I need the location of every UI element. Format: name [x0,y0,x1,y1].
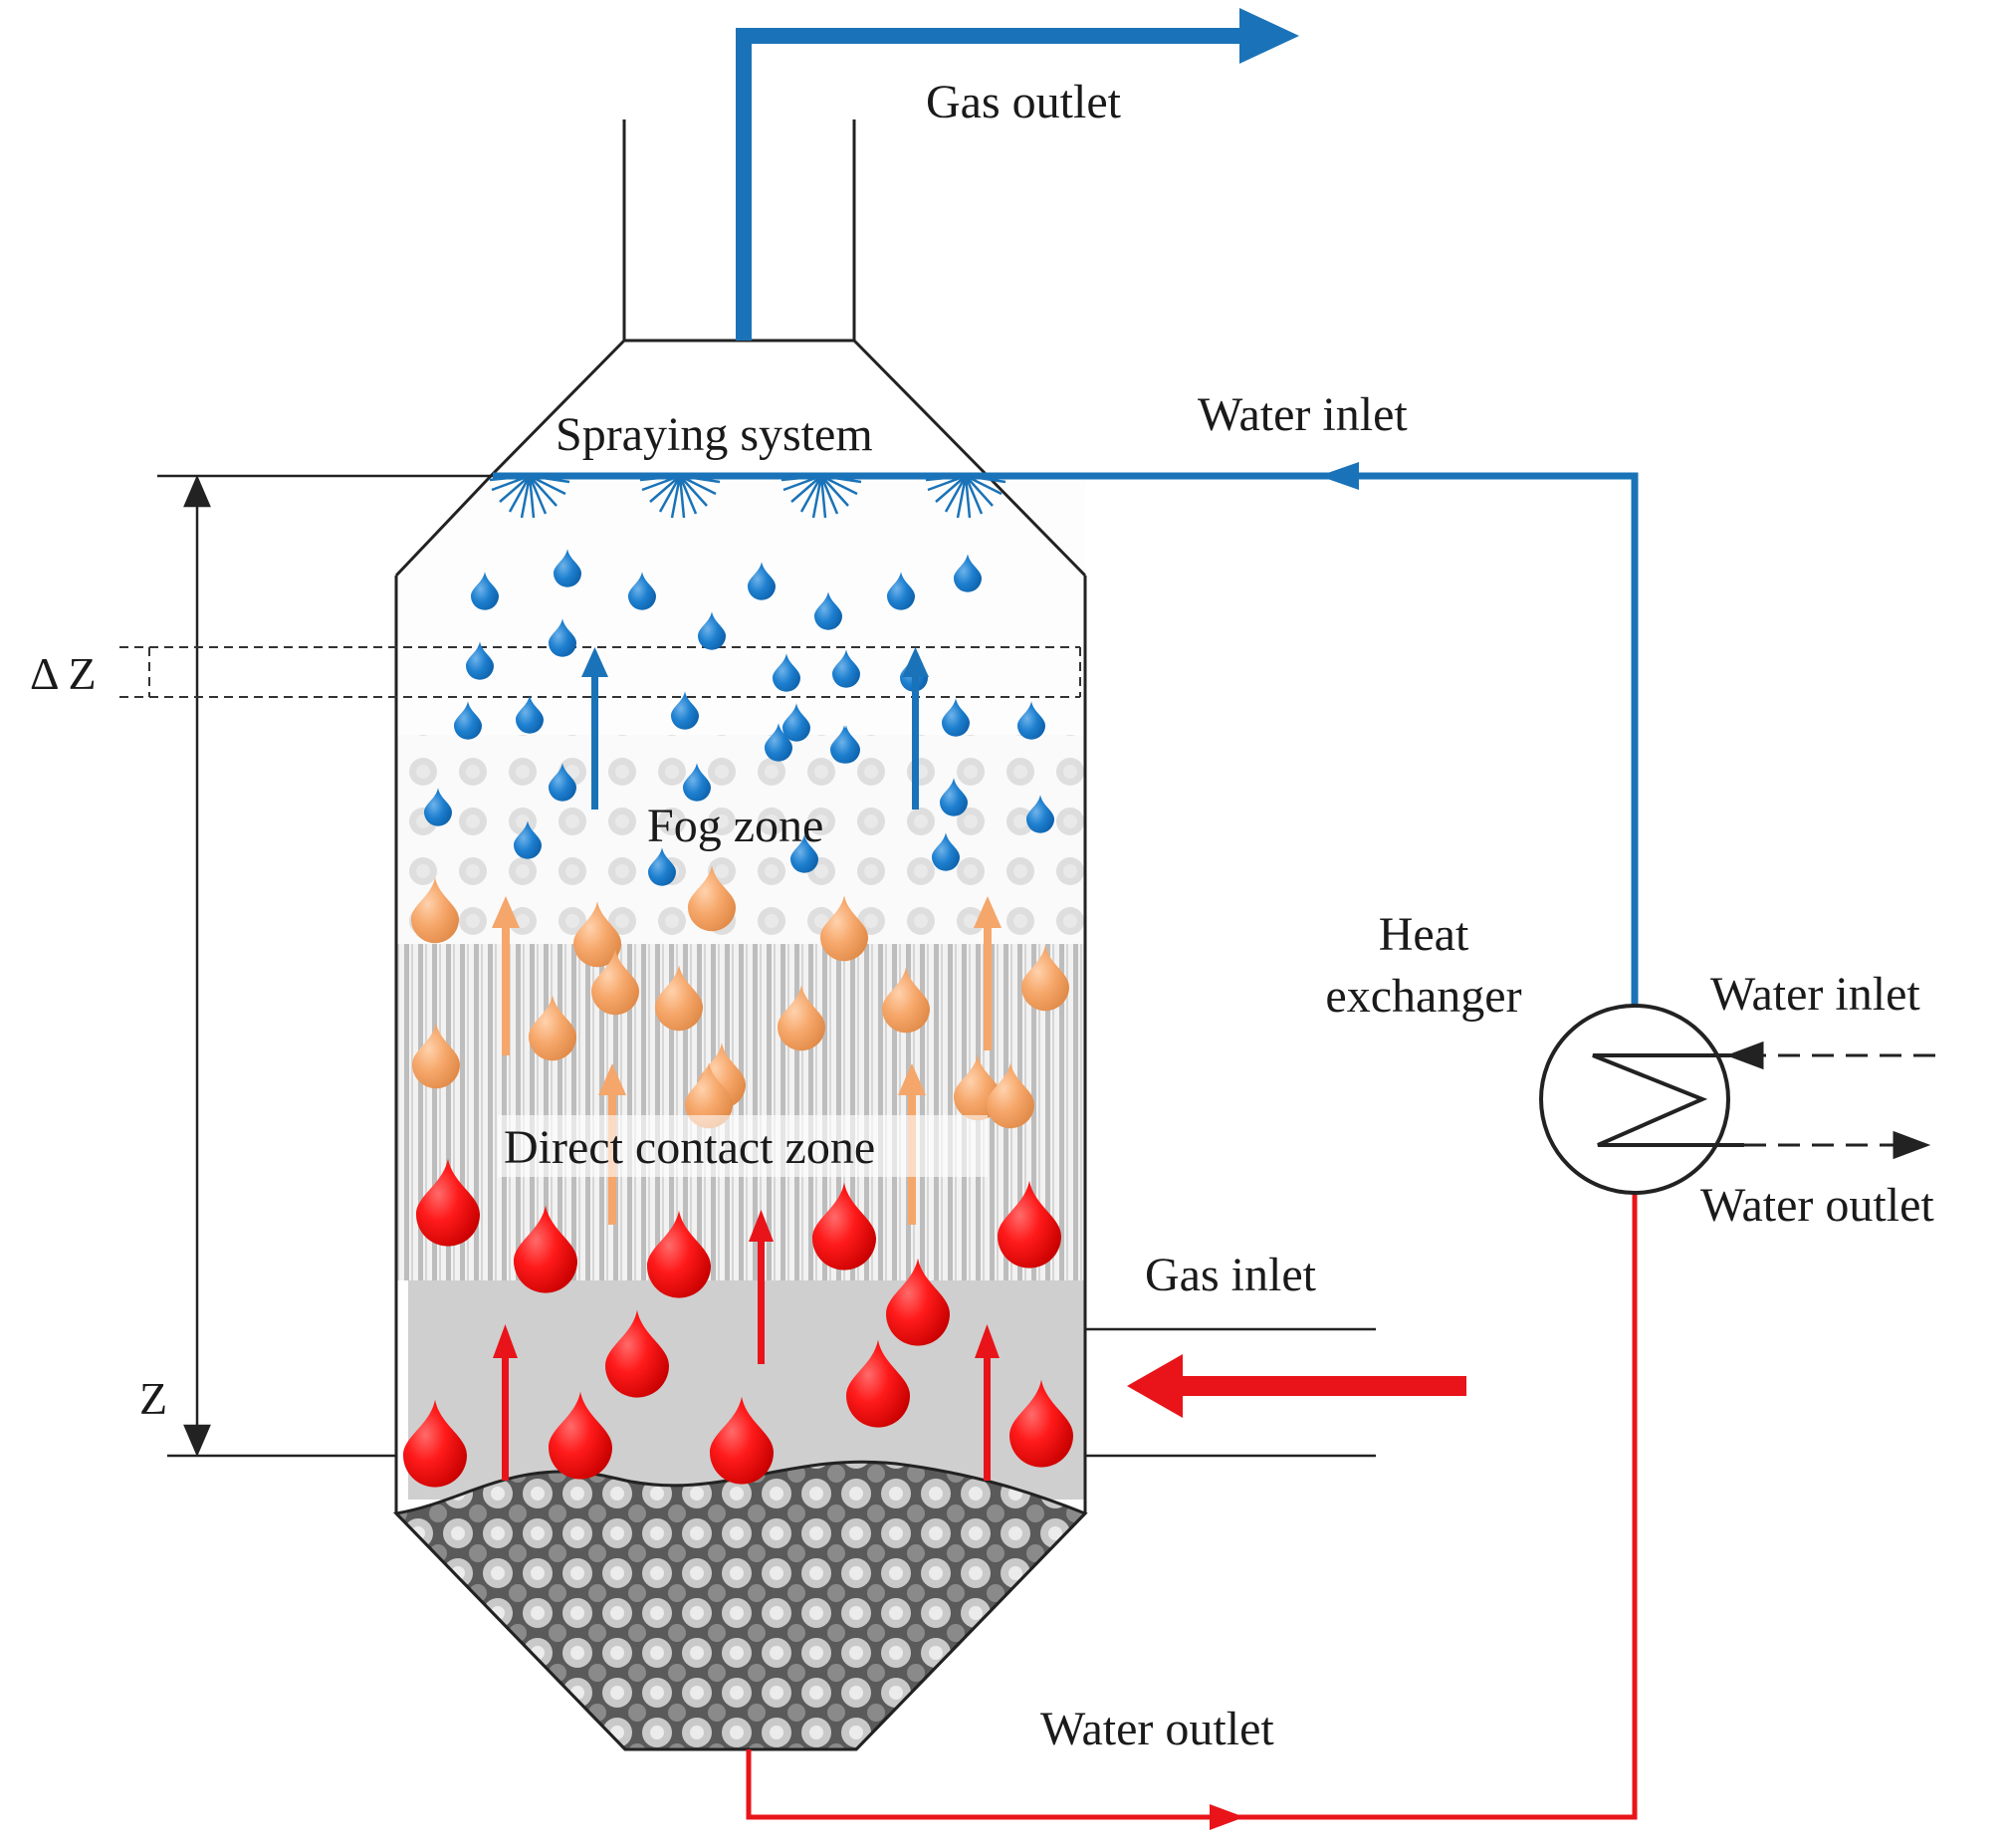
up-arrow-icon [902,647,929,809]
up-arrow-icon [749,1210,774,1364]
heat-exchanger-label-line1: Heat [1379,908,1469,961]
up-arrow-icon [581,647,608,809]
up-arrow-icon [492,896,520,1055]
hx-water-inlet-label: Water inlet [1710,968,1920,1021]
heat-exchanger [1539,1004,1744,1195]
z-dimension [157,474,493,1458]
hot-water-loop [746,1193,1638,1830]
water-droplet-icon [466,641,494,680]
water-droplet-icon [671,691,699,730]
warm-droplet-icon [882,967,930,1034]
water-droplet-icon [554,549,581,587]
water-droplet-icon [516,695,544,734]
water-droplet-icon [773,653,800,692]
up-arrow-icon [975,1324,1000,1481]
water-droplet-icon [424,788,452,826]
water-droplet-icon [887,572,915,610]
spraying-system-label: Spraying system [556,408,873,461]
warm-droplet-icon [685,1062,733,1129]
hot-droplet-icon [549,1391,612,1480]
right-arrow-icon [1893,1130,1931,1160]
hx-secondary-lines [1725,1040,1946,1160]
gas-inlet-arrow-icon [1127,1354,1466,1418]
direct-contact-zone-label: Direct contact zone [504,1121,875,1174]
warm-droplet-icon [778,985,825,1051]
water-inlet-top-label: Water inlet [1198,388,1408,441]
warm-droplet-icon [573,901,621,968]
hot-droplet-icon [403,1399,467,1488]
water-droplet-icon [454,701,482,740]
water-droplet-icon [954,554,982,592]
water-droplet-icon [549,763,576,802]
blue-upflow-arrows [581,647,929,809]
red-upflow-arrows [493,1210,1000,1481]
water-droplet-icon [1026,795,1054,833]
hot-droplet-icon [710,1396,774,1485]
gas-outlet-label: Gas outlet [926,76,1122,128]
gas-inlet-label: Gas inlet [1145,1249,1317,1301]
water-droplet-icon [932,832,960,871]
heat-exchanger-label-line2: exchanger [1325,970,1521,1023]
water-droplet-icon [698,611,726,650]
water-droplet-icon [648,847,676,886]
hot-droplet-icon [998,1180,1061,1269]
water-droplet-icon [514,820,542,859]
hot-droplet-icon [846,1339,910,1428]
hx-water-outlet-label: Water outlet [1700,1179,1934,1232]
water-droplet-icon [748,562,776,600]
water-droplet-icon [790,834,818,873]
right-arrow-icon [1210,1804,1244,1830]
up-arrow-icon [493,1324,518,1481]
left-arrow-icon [1319,462,1359,490]
water-droplet-icon [1017,701,1045,740]
delta-z-label: Δ Z [30,648,97,699]
water-droplet-icon [765,723,792,762]
water-droplet-icon [942,698,970,737]
droplets [403,549,1073,1488]
hot-droplet-icon [886,1258,950,1346]
water-droplet-icon [832,725,860,764]
up-arrow-icon [974,896,1002,1050]
warm-droplet-icon [1021,945,1069,1012]
delta-z-band [119,646,1081,698]
warm-droplet-icon [987,1062,1034,1129]
warm-droplet-icon [655,965,703,1032]
gas-outlet-flow [736,8,1299,341]
warm-droplet-icon [411,877,459,944]
warm-droplet-icon [688,865,736,932]
cold-water-loop [493,462,1639,1006]
water-droplet-icon [782,703,810,742]
fog-zone-label: Fog zone [647,800,823,852]
water-droplet-icon [940,778,968,816]
water-droplet-icon [832,649,860,688]
water-droplet-icon [628,572,656,610]
gas-inlet-pipe [1085,1327,1376,1458]
warm-droplet-icon [412,1023,460,1089]
warm-droplet-icon [820,895,868,962]
z-label: Z [139,1373,167,1424]
tower-outline [394,119,1087,1751]
warm-droplet-icon [529,995,576,1061]
water-outlet-bottom-label: Water outlet [1040,1703,1274,1755]
water-droplet-icon [814,591,842,630]
water-droplet-icon [683,763,711,802]
warm-droplet-icon [591,949,639,1016]
water-droplet-icon [549,618,576,657]
hot-droplet-icon [605,1309,669,1398]
left-arrow-icon [1725,1040,1764,1070]
water-droplet-icon [471,572,499,610]
hot-droplet-icon [647,1210,711,1298]
hot-droplet-icon [514,1205,577,1293]
right-arrow-icon [1239,8,1299,64]
hot-droplet-icon [812,1182,876,1270]
hot-droplet-icon [416,1158,480,1247]
hot-droplet-icon [1009,1379,1073,1468]
direct-contact-label-bg [498,1115,988,1177]
packed-bed [392,1460,1088,1751]
